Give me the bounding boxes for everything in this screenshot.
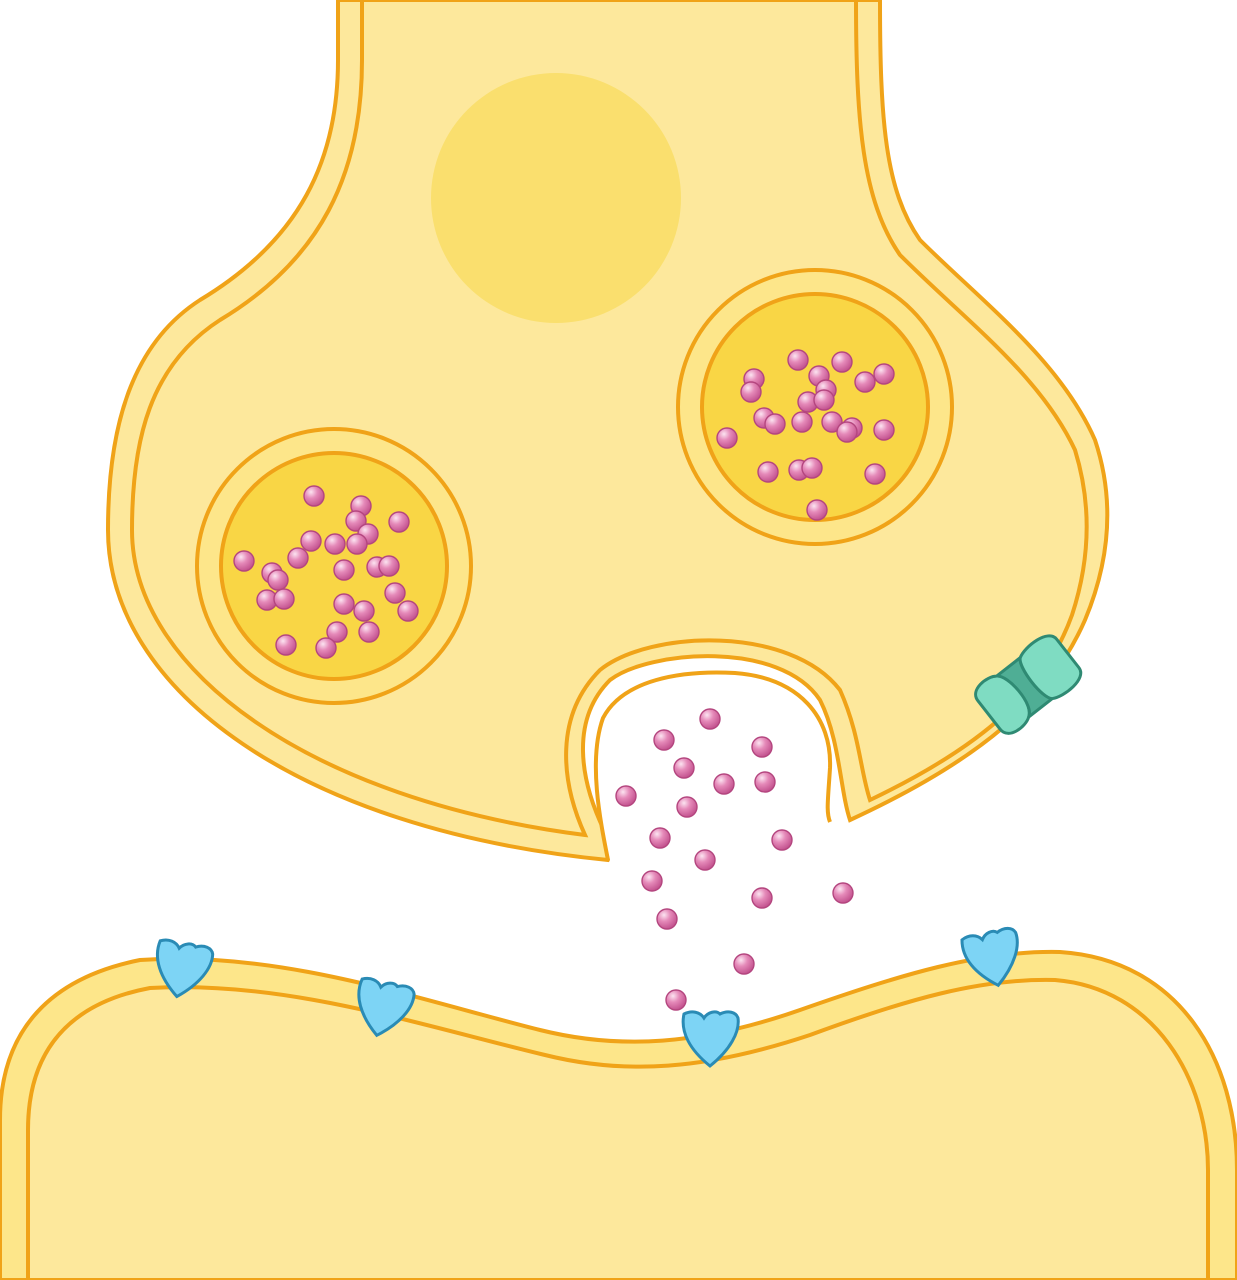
neurotransmitter	[873, 363, 895, 385]
neurotransmitter	[353, 600, 375, 622]
neurotransmitter	[864, 463, 886, 485]
neurotransmitter	[388, 511, 410, 533]
neurotransmitter	[676, 796, 698, 818]
neurotransmitter	[764, 413, 786, 435]
neurotransmitter	[665, 989, 687, 1011]
neurotransmitter	[273, 588, 295, 610]
neurotransmitter	[740, 381, 762, 403]
neurotransmitter	[397, 600, 419, 622]
neurotransmitter	[699, 708, 721, 730]
presynaptic-inner-membrane	[129, 0, 1089, 838]
neurotransmitter	[733, 953, 755, 975]
neurotransmitter	[275, 634, 297, 656]
nucleus	[431, 73, 681, 323]
neurotransmitter	[233, 550, 255, 572]
neurotransmitter	[694, 849, 716, 871]
neurotransmitter	[813, 389, 835, 411]
neurotransmitter	[300, 530, 322, 552]
neurotransmitter	[346, 533, 368, 555]
neurotransmitter	[656, 908, 678, 930]
neurotransmitter	[713, 773, 735, 795]
neurotransmitter	[787, 349, 809, 371]
neurotransmitter	[757, 461, 779, 483]
neurotransmitter	[751, 887, 773, 909]
neurotransmitter	[751, 736, 773, 758]
neurotransmitter	[384, 582, 406, 604]
neurotransmitter	[716, 427, 738, 449]
neurotransmitter	[267, 569, 289, 591]
membrane-channel	[974, 634, 1083, 735]
neurotransmitter	[333, 559, 355, 581]
neurotransmitter	[832, 882, 854, 904]
receptor	[681, 1010, 740, 1068]
exocytosis-membrane	[593, 670, 833, 861]
neurotransmitter	[754, 771, 776, 793]
neurotransmitter	[641, 870, 663, 892]
neurotransmitter	[615, 785, 637, 807]
neurotransmitter	[333, 593, 355, 615]
receptor	[960, 926, 1019, 988]
receptor	[156, 938, 215, 999]
exocytosis-release	[597, 677, 830, 880]
neurotransmitter	[791, 411, 813, 433]
neurotransmitter	[378, 555, 400, 577]
neurotransmitter	[831, 351, 853, 373]
neurotransmitter	[324, 533, 346, 555]
neurotransmitter	[854, 371, 876, 393]
neurotransmitter	[836, 421, 858, 443]
neurotransmitter	[649, 827, 671, 849]
neurotransmitter	[873, 419, 895, 441]
postsynaptic-cell	[0, 949, 1237, 1280]
neurotransmitter	[358, 621, 380, 643]
neurotransmitter	[673, 757, 695, 779]
neurotransmitter	[315, 637, 337, 659]
neurotransmitter	[287, 547, 309, 569]
postsynaptic-receptors	[156, 926, 1019, 1068]
neurotransmitter	[653, 729, 675, 751]
neurotransmitter	[801, 457, 823, 479]
neurotransmitter	[771, 829, 793, 851]
neurotransmitter	[303, 485, 325, 507]
synaptic-vesicle-left	[195, 427, 473, 705]
neurotransmitter	[806, 499, 828, 521]
postsynaptic-inner-membrane	[26, 977, 1210, 1280]
receptor	[357, 976, 416, 1038]
